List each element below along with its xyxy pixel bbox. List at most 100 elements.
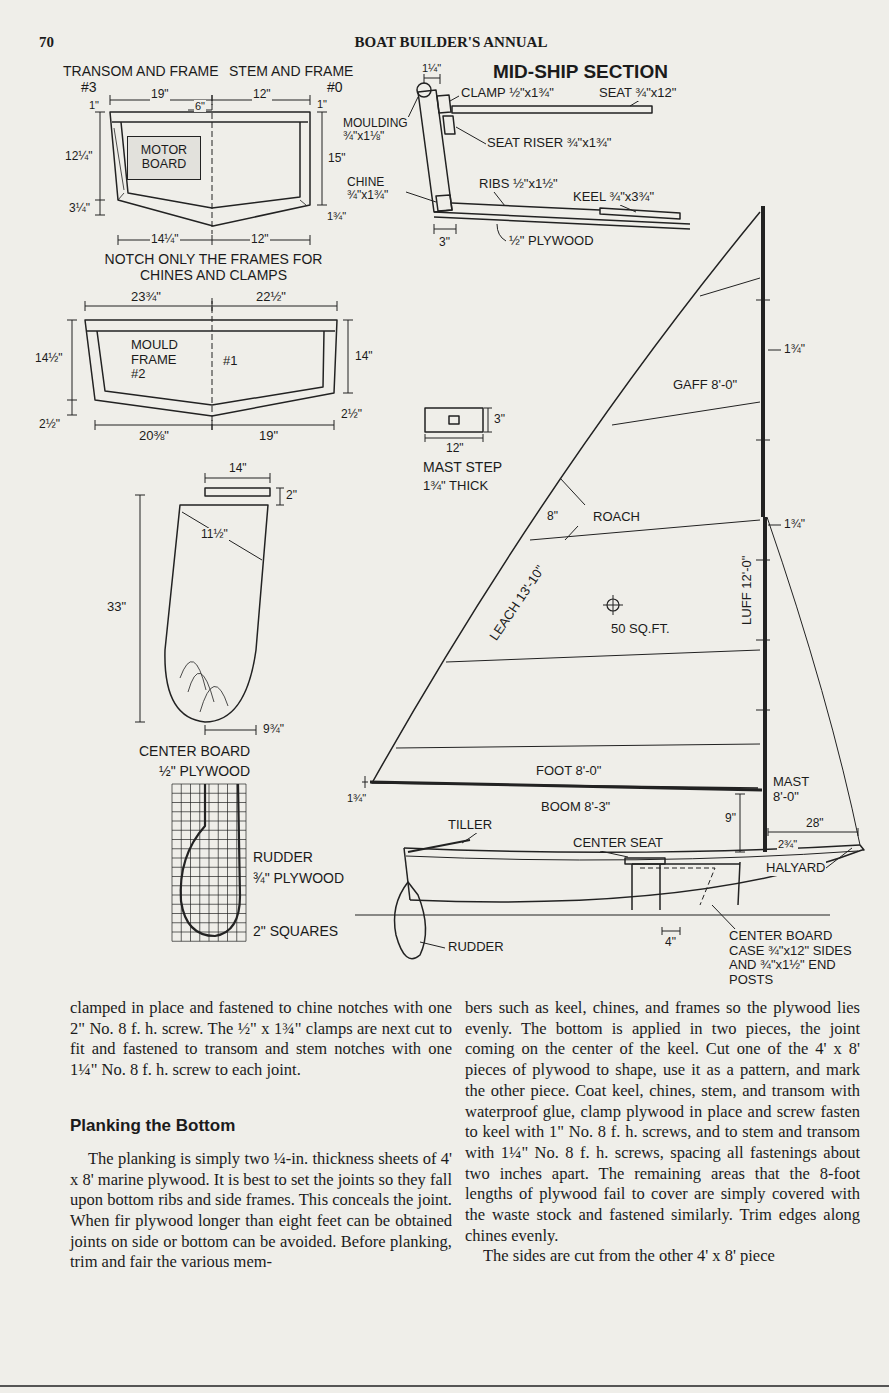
part-label: RUDDER xyxy=(447,940,505,955)
dimension-label: 14¼" xyxy=(150,233,180,246)
part-label: KEEL ¾"x3¾" xyxy=(572,190,655,205)
leader-line xyxy=(420,794,858,948)
sail-rig xyxy=(763,517,767,852)
part-label: MOULD FRAME #2 xyxy=(130,338,192,382)
body-text: clamped in place and fastened to chine n… xyxy=(70,998,452,1081)
dimension-label: 19" xyxy=(150,88,170,101)
part-label: FOOT 8'-0" xyxy=(535,764,602,779)
sail-rig xyxy=(362,776,368,788)
dimension-label: 15" xyxy=(327,152,347,165)
dimension-line xyxy=(95,95,327,245)
dimension-label: 1¾" xyxy=(783,343,806,356)
mould-frame xyxy=(87,330,335,332)
dimension-label: 9¾" xyxy=(262,723,285,736)
sail-rig xyxy=(560,478,585,505)
center-board xyxy=(180,662,228,712)
transom-stem-frame xyxy=(110,112,310,226)
mast-step xyxy=(425,408,492,442)
heading-label: TRANSOM AND FRAME xyxy=(62,64,220,80)
sail-rig xyxy=(362,206,860,852)
sail-rig xyxy=(372,212,760,788)
leader-line xyxy=(462,832,478,843)
page-edge xyxy=(0,1385,889,1387)
part-label: RUDDER xyxy=(252,850,314,866)
dimension-line xyxy=(110,95,310,105)
dimension-label: 2½" xyxy=(340,408,363,421)
dimension-label: 8" xyxy=(546,510,559,523)
mast-step xyxy=(425,408,492,442)
part-label: CENTER BOARD CASE ¾"x12" SIDES AND ¾"x1½… xyxy=(728,929,860,987)
heading-label: MID-SHIP SECTION xyxy=(492,61,669,82)
dimension-label: 4" xyxy=(664,936,677,949)
rudder-pattern-grid xyxy=(172,784,246,941)
dimension-label: 14" xyxy=(228,462,248,475)
part-label: CENTER SEAT xyxy=(572,836,664,851)
heading-label: #0 xyxy=(326,80,344,96)
text-column: clamped in place and fastened to chine n… xyxy=(70,998,452,1273)
leader-line xyxy=(662,927,680,935)
midship-section xyxy=(418,90,452,212)
sail-rig xyxy=(396,278,760,748)
dimension-label: 3¼" xyxy=(68,202,91,215)
part-label: SEAT RISER ¾"x1¾" xyxy=(486,136,612,151)
part-label: 2" SQUARES xyxy=(252,924,339,940)
leader-line xyxy=(494,192,505,206)
dimension-label: 2" xyxy=(285,489,298,502)
part-label: 50 SQ.FT. xyxy=(610,622,671,637)
center-board xyxy=(165,505,268,722)
hull-profile xyxy=(632,862,740,910)
part-label: MOULDING ¾"x1⅛" xyxy=(342,117,414,144)
hull-profile xyxy=(404,848,410,900)
leader-line xyxy=(826,848,852,868)
midship-section xyxy=(417,83,431,97)
rudder-pattern-grid xyxy=(172,784,246,941)
dimension-label: 1¼" xyxy=(421,62,442,74)
leader-line xyxy=(450,96,459,101)
part-label: MAST 8'-0" xyxy=(772,775,824,804)
part-label: RIBS ½"x1½" xyxy=(478,177,559,192)
part-label: ½" PLYWOOD xyxy=(508,234,595,249)
part-label: ROACH xyxy=(592,510,641,525)
hull-profile xyxy=(640,868,715,905)
leader-line xyxy=(497,224,506,241)
dimension-label: 19" xyxy=(258,429,279,444)
dimension-line xyxy=(67,320,77,415)
hull-profile xyxy=(860,845,864,850)
motor-board-box: MOTOR BOARD xyxy=(127,136,201,180)
part-label: LUFF 12'-0" xyxy=(741,554,756,625)
dimension-label: 12¼" xyxy=(64,150,94,163)
transom-stem-frame xyxy=(112,121,308,123)
sail-rig xyxy=(761,206,765,517)
body-text: The sides are cut from the other 4' x 8'… xyxy=(465,1246,860,1267)
note-text: NOTCH ONLY THE FRAMES FOR CHINES AND CLA… xyxy=(80,252,347,283)
mast-step xyxy=(449,416,459,424)
dimension-label: 12" xyxy=(250,233,270,246)
mould-frame xyxy=(85,298,337,432)
leader-line xyxy=(630,100,640,106)
boat-plan-drawing xyxy=(0,72,889,1386)
rudder-pattern-grid xyxy=(181,784,240,936)
midship-section xyxy=(434,212,690,229)
dimension-line xyxy=(317,112,327,205)
dimension-label: 12" xyxy=(252,88,272,101)
heading-label: STEM AND FRAME xyxy=(228,64,354,80)
center-board xyxy=(205,488,270,496)
hull-profile xyxy=(625,858,665,864)
dimension-label: 23¾" xyxy=(130,290,162,305)
transom-stem-frame xyxy=(110,95,310,234)
mast-step xyxy=(425,408,483,432)
part-label: CENTER BOARD xyxy=(138,744,251,760)
dimension-label: 22½" xyxy=(255,290,287,305)
sail-rig xyxy=(370,782,762,790)
dimension-label: 12" xyxy=(445,442,465,455)
heading-label: Planking the Bottom xyxy=(70,1115,452,1137)
part-label: ½" PLYWOOD xyxy=(158,764,251,780)
dimension-label: 1¾" xyxy=(783,518,806,531)
part-label: SEAT ¾"x12" xyxy=(598,86,677,101)
dimension-line xyxy=(85,301,337,311)
text-column: bers such as keel, chines, and frames so… xyxy=(465,998,860,1267)
dimension-label: 33" xyxy=(106,600,127,615)
midship-section xyxy=(443,116,455,134)
sail-rig xyxy=(768,350,781,525)
